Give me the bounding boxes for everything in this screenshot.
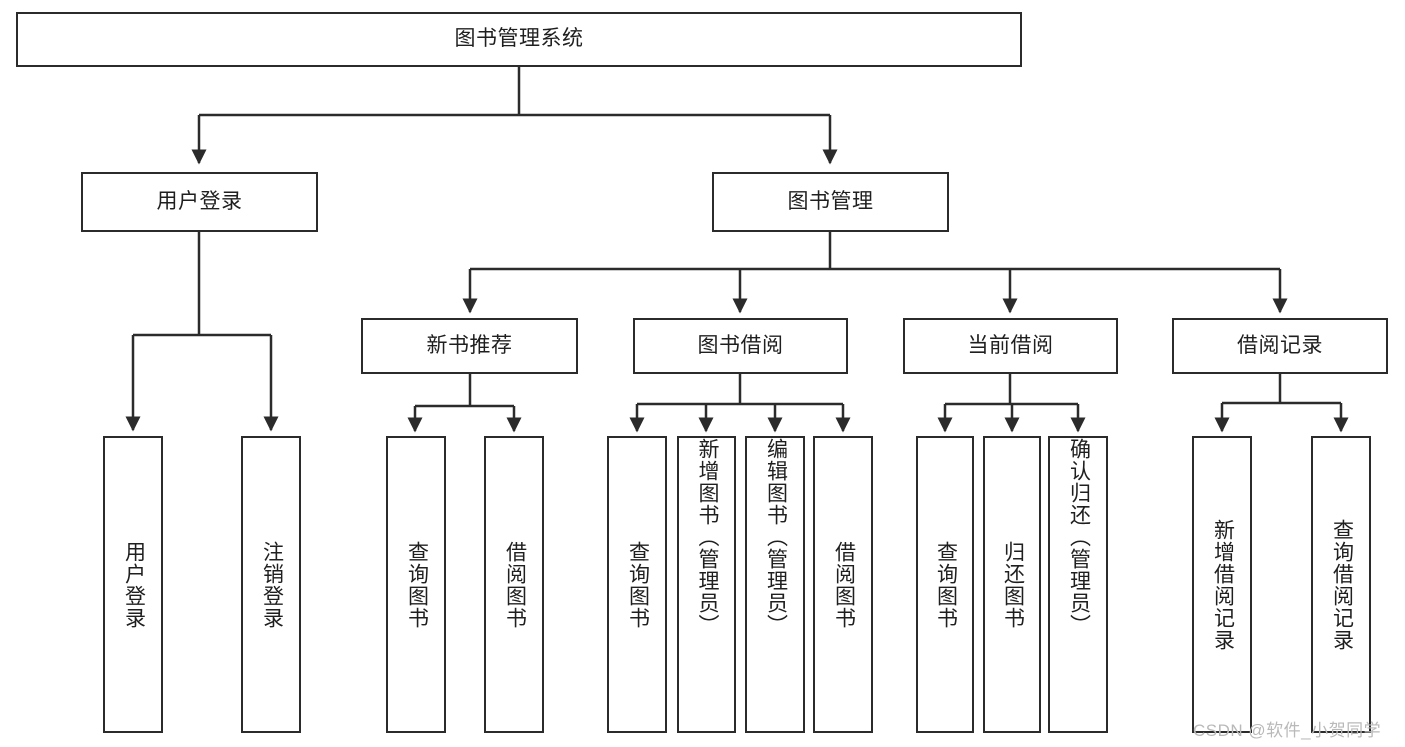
leaf-query-book-recommend[interactable]: 查询图书 (386, 436, 446, 733)
watermark: CSDN @软件_小贺同学 (1193, 721, 1382, 740)
node-label: 用户登录 (156, 189, 243, 213)
node-label: 借阅图书 (503, 540, 527, 629)
leaf-confirm-return-admin[interactable]: 确认归还（管理员） (1048, 436, 1108, 733)
node-label: 编辑图书（管理员） (764, 438, 788, 636)
leaf-query-book-current[interactable]: 查询图书 (916, 436, 974, 733)
leaf-return-book[interactable]: 归还图书 (983, 436, 1041, 733)
node-label: 确认归还（管理员） (1067, 438, 1091, 636)
node-label: 新增图书（管理员） (695, 438, 719, 636)
node-label: 注销登录 (260, 540, 284, 629)
leaf-add-borrow-record[interactable]: 新增借阅记录 (1192, 436, 1252, 733)
leaf-user-login[interactable]: 用户登录 (103, 436, 163, 733)
node-label: 图书管理 (787, 189, 874, 213)
node-label: 查询图书 (934, 540, 958, 629)
node-label: 查询借阅记录 (1330, 518, 1354, 651)
node-label: 图书管理系统 (454, 27, 584, 51)
node-book-management[interactable]: 图书管理 (712, 172, 949, 232)
leaf-borrow-book-recommend[interactable]: 借阅图书 (484, 436, 544, 733)
node-label: 当前借阅 (967, 333, 1054, 357)
node-user-login[interactable]: 用户登录 (81, 172, 318, 232)
node-label: 查询图书 (405, 540, 429, 629)
node-label: 借阅图书 (832, 540, 856, 629)
node-label: 新书推荐 (426, 333, 513, 357)
node-label: 借阅记录 (1237, 333, 1323, 357)
node-label: 新增借阅记录 (1211, 518, 1235, 651)
node-borrow-record[interactable]: 借阅记录 (1172, 318, 1388, 374)
node-root-system[interactable]: 图书管理系统 (16, 12, 1022, 67)
leaf-query-borrow-record[interactable]: 查询借阅记录 (1311, 436, 1371, 733)
leaf-logout[interactable]: 注销登录 (241, 436, 301, 733)
leaf-query-book-borrow[interactable]: 查询图书 (607, 436, 667, 733)
leaf-borrow-book[interactable]: 借阅图书 (813, 436, 873, 733)
node-book-borrow[interactable]: 图书借阅 (633, 318, 848, 374)
node-label: 查询图书 (626, 540, 650, 629)
node-label: 归还图书 (1001, 540, 1025, 629)
node-label: 用户登录 (122, 540, 146, 629)
node-new-book-recommend[interactable]: 新书推荐 (361, 318, 578, 374)
leaf-add-book-admin[interactable]: 新增图书（管理员） (677, 436, 736, 733)
node-label: 图书借阅 (697, 333, 784, 357)
node-current-borrow[interactable]: 当前借阅 (903, 318, 1118, 374)
leaf-edit-book-admin[interactable]: 编辑图书（管理员） (745, 436, 805, 733)
